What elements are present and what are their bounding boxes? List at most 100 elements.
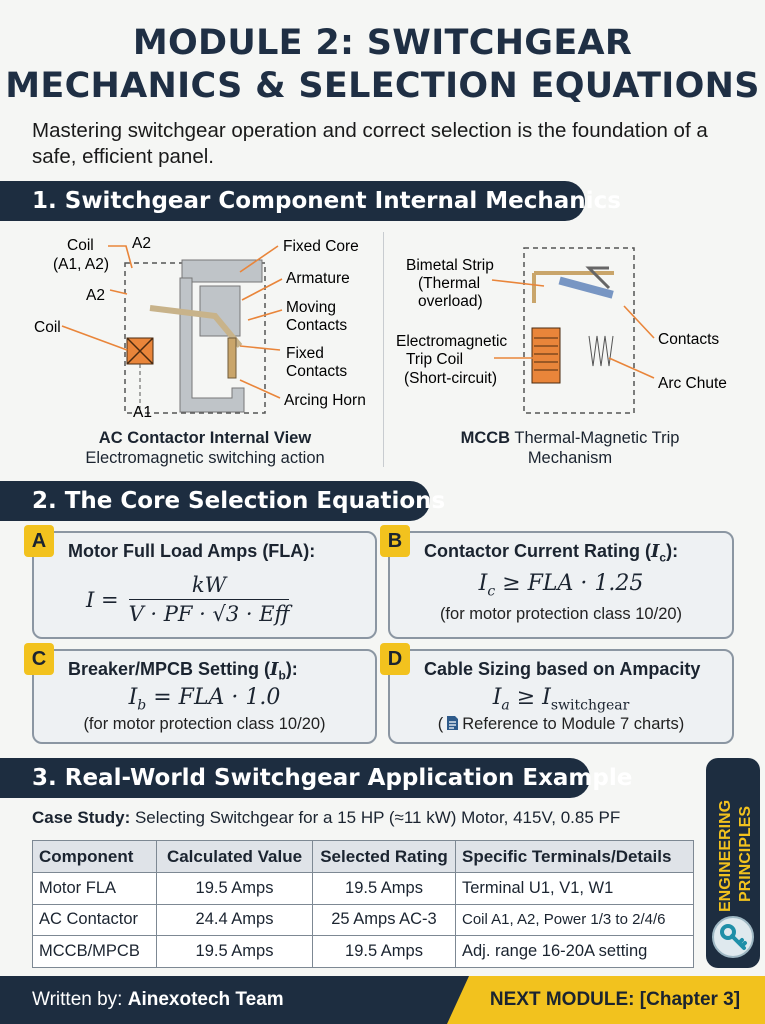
table-header-row: Component Calculated Value Selected Rati… [32,840,694,873]
equation-d-sub: a [501,697,510,714]
equation-d-mid: ≥ I [509,685,551,710]
mccb-diagram: Bimetal Strip (Thermal overload) Electro… [396,247,727,414]
application-table: Component Calculated Value Selected Rati… [32,840,694,968]
table-cell: 19.5 Amps [156,872,313,905]
case-study-label: Case Study: [32,808,131,827]
equation-c-title-end: ): [285,659,298,679]
equation-d-note-paren: ( [437,715,444,733]
footer: Written by: Ainexotech Team NEXT MODULE:… [0,976,765,1024]
table-header: Selected Rating [312,840,456,873]
core-frame-shape [179,277,245,413]
badge-a: A [24,525,54,557]
label-armature: Armature [286,270,350,287]
equation-b-var: I [478,571,488,596]
table-header: Specific Terminals/Details [455,840,694,873]
table-cell: AC Contactor [32,903,157,936]
table-cell: 24.4 Amps [156,903,313,936]
equation-b-title-text: Contactor Current Rating ( [424,541,651,561]
contactor-caption: AC Contactor Internal View Electromagnet… [30,428,380,468]
badge-b: B [380,525,410,557]
equation-a-denominator: V · PF · √3 · Eff [128,602,290,626]
label-em-trip-2: Trip Coil [406,351,463,368]
fixed-contacts-shape [227,337,237,379]
page-title: MODULE 2: SWITCHGEAR MECHANICS & SELECTI… [0,22,765,108]
bimetal-frame [532,271,614,303]
armature-shape [199,285,241,337]
equation-c-formula: Ib = FLA · 1.0 [34,685,375,713]
mccb-caption-bold: MCCB [460,429,511,447]
document-icon [447,716,459,730]
label-bimetal-strip: Bimetal Strip [406,257,494,274]
section-divider [383,232,384,467]
section-1-heading: 1. Switchgear Component Internal Mechani… [0,181,621,221]
equation-c-title-var: I [270,659,279,680]
table-cell: Motor FLA [32,872,157,905]
equation-b-note: (for motor protection class 10/20) [439,605,683,623]
contactor-caption-title: AC Contactor Internal View [98,429,312,447]
ac-contactor-diagram: Coil (A1, A2) A2 A2 Coil A1 Fixed Core A… [34,235,366,421]
section-2-heading: 2. The Core Selection Equations [0,481,445,521]
table-cell: MCCB/MPCB [32,935,157,968]
mccb-caption-line2: Mechanism [527,449,613,467]
equation-d-note: ( Reference to Module 7 charts) [390,715,732,734]
table-header: Calculated Value [156,840,313,873]
table-row: Motor FLA 19.5 Amps 19.5 Amps Terminal U… [32,872,694,905]
equation-a-formula: I = kW V · PF · √3 · Eff [86,573,290,626]
footer-author: Written by: Ainexotech Team [32,976,284,1024]
equation-b-title-sub: c [659,550,667,565]
label-arc-chute: Arc Chute [658,375,727,392]
badge-c: C [24,643,54,675]
mccb-caption: MCCB Thermal-Magnetic Trip Mechanism [400,428,740,468]
label-coil: Coil [34,319,61,336]
table-header: Component [32,840,157,873]
equation-box-d: D Cable Sizing based on Ampacity Ia ≥ Is… [380,643,734,744]
equation-b-title: Contactor Current Rating (Ic): [424,541,678,565]
label-fixed-core: Fixed Core [283,238,359,255]
equation-a-lhs: I = [86,587,119,612]
equation-b-title-var: I [651,541,660,562]
label-em-trip-3: (Short-circuit) [404,370,497,387]
equation-c-sub: b [137,697,147,714]
equation-c-title: Breaker/MPCB Setting (Ib): [68,659,298,683]
arc-chute-spring [588,335,614,367]
equation-d-formula: Ia ≥ Iswitchgear [390,685,732,713]
next-module-link[interactable]: NEXT MODULE: [Chapter 3] [447,976,765,1024]
equation-a-title: Motor Full Load Amps (FLA): [68,541,316,561]
trip-coil-box [531,327,561,384]
equation-a-numerator: kW [128,573,290,600]
equation-c-var: I [128,685,138,710]
label-fixed-contacts-1: Fixed [286,345,324,362]
table-cell: 19.5 Amps [156,935,313,968]
label-moving-contacts-2: Contacts [286,317,347,334]
label-em-trip-1: Electromagnetic [396,333,507,350]
mccb-caption-rest: Thermal-Magnetic Trip [510,429,680,447]
contactor-caption-sub: Electromagnetic switching action [85,449,325,467]
equation-b-rhs: ≥ FLA · 1.25 [502,571,644,596]
label-coil-a1a2-terminals: (A1, A2) [53,256,109,273]
label-bimetal-overload: overload) [418,293,483,310]
footer-written-by: Written by: [32,989,128,1010]
equation-d-sub2: switchgear [550,697,630,714]
label-a2-left: A2 [86,287,105,304]
table-cell: Coil A1, A2, Power 1/3 to 2/4/6 [455,903,694,936]
section-3-heading: 3. Real-World Switchgear Application Exa… [0,758,632,798]
table-cell: 19.5 Amps [312,935,456,968]
equation-c-title-sub: b [278,668,286,683]
side-tag-line-2: PRINCIPLES [737,806,754,902]
contacts-lever [585,266,611,290]
label-moving-contacts-1: Moving [286,299,336,316]
table-cell: Adj. range 16-20A setting [455,935,694,968]
intro-text: Mastering switchgear operation and corre… [32,119,708,168]
table-cell: 19.5 Amps [312,872,456,905]
moving-contact-arm [149,305,243,348]
table-cell: Terminal U1, V1, W1 [455,872,694,905]
label-coil-a1a2: Coil [67,237,94,254]
equation-c-note: (for motor protection class 10/20) [83,715,326,733]
trip-coil-windings [534,337,558,371]
table-row: AC Contactor 24.4 Amps 25 Amps AC-3 Coil… [32,903,694,936]
equation-d-note-text: Reference to Module 7 charts) [462,715,685,733]
side-tag-text: ENGINEERING PRINCIPLES [717,800,754,912]
table-cell: 25 Amps AC-3 [312,903,456,936]
case-study: Case Study: Selecting Switchgear for a 1… [32,808,620,828]
engineering-principles-tag: ENGINEERING PRINCIPLES [706,758,760,968]
